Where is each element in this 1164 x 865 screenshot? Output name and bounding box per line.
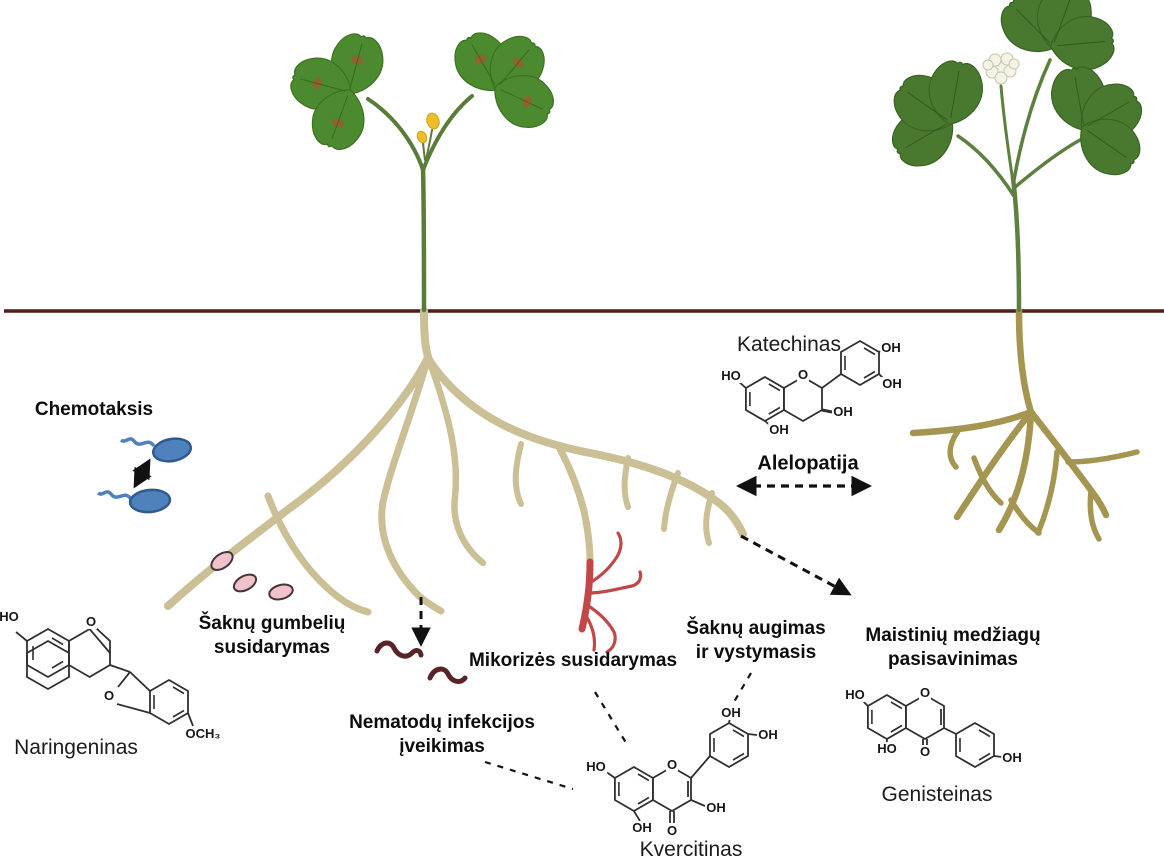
quercetin-label: Kvercitinas — [639, 838, 743, 861]
genistein-structure — [860, 693, 1003, 769]
nematodes-label-line1: Nematodų infekcijos — [349, 712, 535, 733]
quercetin-atom-OH-2: OH — [757, 727, 779, 742]
quercetin-atom-HO: HO — [585, 759, 607, 774]
root-nodules-label-line2: susidarymas — [213, 637, 331, 658]
catechin-atom-OH-2: OH — [881, 376, 903, 391]
root-system-left — [164, 307, 747, 616]
nematodes-label: Nematodų infekcijos įveikimas — [349, 711, 535, 759]
root-growth-label-line2: ir vystymasis — [695, 642, 817, 663]
naringenin-structure-bonds — [15, 627, 194, 727]
connector-rootgrowth-quercetin — [730, 672, 752, 708]
connector-nematodes-quercetin — [484, 760, 574, 791]
allelopathy-label: Alelopatija — [757, 452, 859, 475]
nutrients-label: Maistinių medžiagų pasisavinimas — [865, 624, 1040, 672]
nematodes-label-line2: įveikimas — [399, 736, 485, 757]
catechin-label: Katechinas — [737, 333, 841, 356]
medicago-leaf-cluster-right — [445, 24, 561, 137]
nutrients-label-line1: Maistinių medžiagų — [865, 625, 1041, 646]
quercetin-atom-O-carbonyl: O — [665, 823, 679, 838]
quercetin-atom-OH-4: OH — [631, 820, 653, 835]
mycorrhiza-roots — [578, 531, 643, 654]
catechin-atom-OH-1: OH — [880, 340, 902, 355]
arrow-to-nutrient-uptake — [740, 534, 852, 596]
chemotaxis-double-arrow — [132, 458, 152, 489]
naringenin-atom-HO: HO — [0, 609, 20, 624]
genistein-atom-HO-1: HO — [844, 687, 866, 702]
naringenin-atom-OCH3: OCH₃ — [184, 726, 222, 741]
medicago-leaf-cluster-left — [285, 28, 390, 156]
quercetin-atom-O: O — [665, 757, 679, 772]
naringenin-label: Naringeninas — [14, 736, 138, 759]
catechin-atom-O: O — [796, 367, 810, 382]
catechin-atom-OH-4: OH — [768, 422, 790, 437]
root-growth-label: Šaknų augimas ir vystymasis — [686, 617, 825, 665]
clover-leaf-cluster-left — [883, 57, 988, 176]
flower-yellow-icon — [416, 112, 440, 144]
bacterium-icon-top — [119, 437, 191, 462]
root-nodules-label-line1: Šaknų gumbelių — [198, 613, 346, 634]
chemotaxis-label: Chemotaksis — [34, 399, 154, 420]
naringenin-atom-O-pyran: O — [84, 614, 98, 629]
plant-right — [883, 0, 1151, 313]
mycorrhiza-label: Mikorizės susidarymas — [468, 650, 678, 671]
clover-leaf-cluster-right — [1046, 63, 1151, 186]
quercetin-atom-OH-3: OH — [705, 800, 727, 815]
clover-flower-icon — [982, 52, 1020, 85]
clover-leaf-cluster-top — [990, 0, 1117, 74]
catechin-atom-OH-3: OH — [832, 404, 854, 419]
quercetin-structure — [604, 717, 758, 823]
root-system-right — [909, 307, 1140, 542]
root-nodule-icons — [210, 551, 294, 601]
nematode-icons — [374, 640, 468, 684]
genistein-atom-O-carbonyl: O — [918, 744, 932, 759]
catechin-atom-HO: HO — [720, 368, 742, 383]
root-nodules-label: Šaknų gumbelių susidarymas — [199, 612, 346, 660]
bacterium-icon-bottom — [96, 489, 170, 513]
root-growth-label-line1: Šaknų augimas — [686, 618, 826, 639]
naringenin-atom-O-furan: O — [102, 688, 116, 703]
quercetin-atom-OH-1: OH — [720, 705, 742, 720]
catechin-structure — [737, 339, 886, 428]
nutrients-label-line2: pasisavinimas — [888, 649, 1018, 670]
plant-left — [285, 24, 561, 313]
genistein-label: Genisteinas — [881, 783, 993, 806]
genistein-atom-O: O — [918, 685, 932, 700]
genistein-atom-OH: OH — [1001, 750, 1023, 765]
connector-mycorrhiza-quercetin — [594, 691, 629, 747]
genistein-atom-HO-2: HO — [876, 741, 898, 756]
